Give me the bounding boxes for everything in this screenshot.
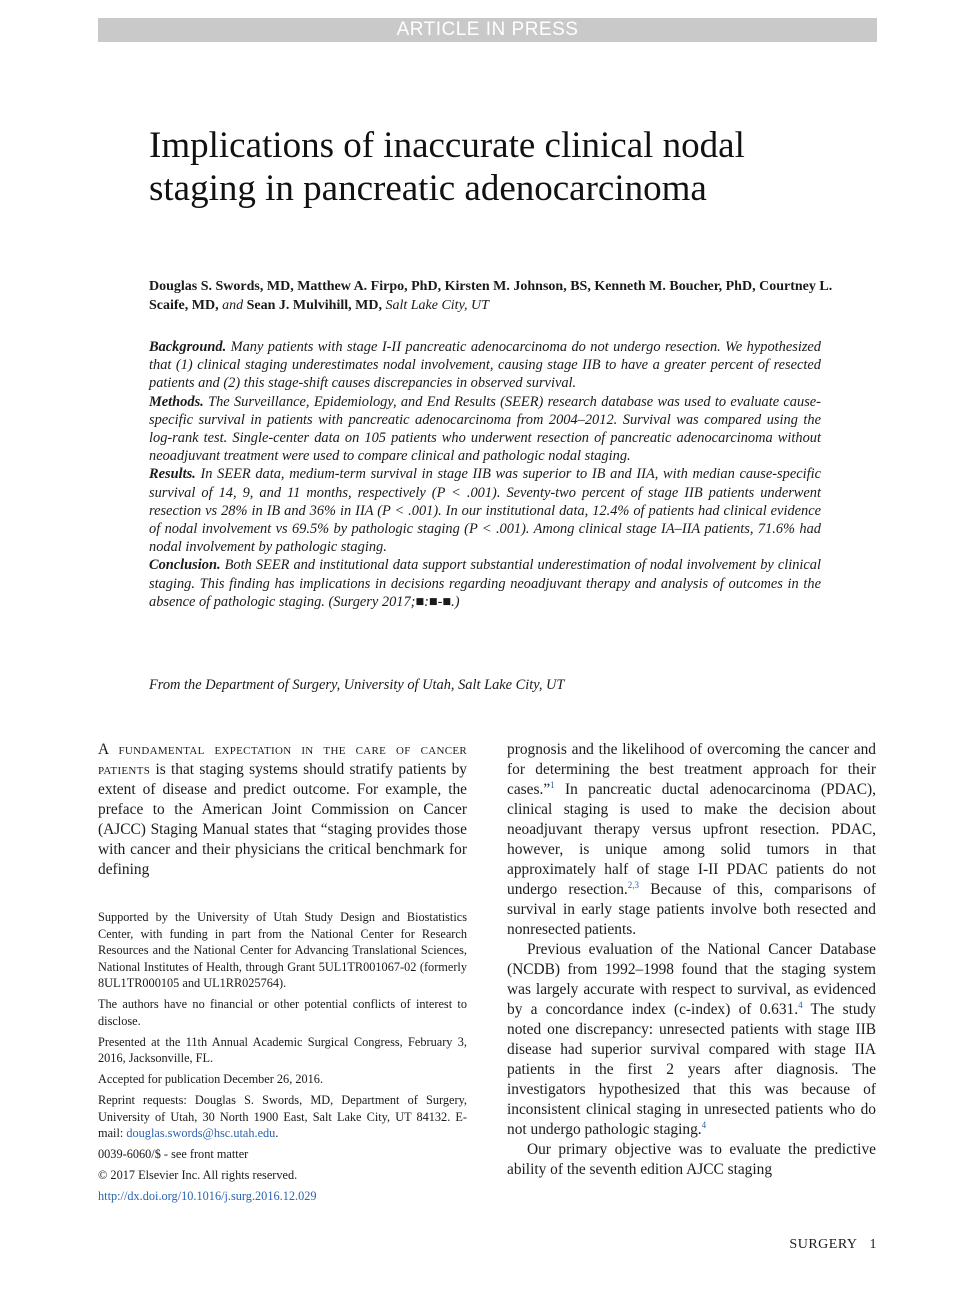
body-column-right: prognosis and the likelihood of overcomi… — [507, 740, 876, 1180]
p1-text-c: Because of this, comparisons of survival… — [507, 881, 876, 938]
last-author: Sean J. Mulvihill, MD, — [246, 298, 382, 313]
running-footer: SURGERY 1 — [789, 1237, 877, 1253]
footnotes: Supported by the University of Utah Stud… — [98, 909, 467, 1209]
journal-name: SURGERY — [789, 1237, 858, 1252]
methods-text: The Surveillance, Epidemiology, and End … — [149, 393, 821, 465]
abstract-results: Results. In SEER data, medium-term survi… — [149, 465, 821, 556]
copyright-note: © 2017 Elsevier Inc. All rights reserved… — [98, 1168, 298, 1182]
author-location: Salt Lake City, UT — [385, 298, 489, 313]
results-heading: Results. — [149, 466, 196, 483]
methods-heading: Methods. — [149, 393, 204, 410]
background-text: Many patients with stage I-II pancreatic… — [149, 339, 821, 392]
intro-paragraph: A fundamental expectation in the care of… — [98, 740, 467, 880]
email-link[interactable]: douglas.swords@hsc.utah.edu — [126, 1126, 276, 1140]
citation-ref[interactable]: 4 — [701, 1119, 707, 1130]
affiliation-line: From the Department of Surgery, Universi… — [149, 677, 565, 693]
conclusion-text: Both SEER and institutional data support… — [149, 557, 821, 610]
author-list: Douglas S. Swords, MD, Matthew A. Firpo,… — [149, 277, 849, 315]
citation-ref[interactable]: 2,3 — [627, 879, 640, 890]
funding-note: Supported by the University of Utah Stud… — [98, 910, 467, 990]
body-paragraph-3: Our primary objective was to evaluate th… — [507, 1141, 876, 1178]
body-column-left: A fundamental expectation in the care of… — [98, 740, 467, 880]
conclusion-heading: Conclusion. — [149, 557, 221, 574]
reprint-text: Reprint requests: Douglas S. Swords, MD,… — [98, 1093, 467, 1140]
abstract-methods: Methods. The Surveillance, Epidemiology,… — [149, 393, 821, 466]
doi-link[interactable]: http://dx.doi.org/10.1016/j.surg.2016.12… — [98, 1189, 317, 1203]
citation-ref[interactable]: 4 — [798, 999, 803, 1010]
p1-text-b: In pancreatic ductal adenocarcinoma (PDA… — [507, 781, 876, 898]
abstract-background: Background. Many patients with stage I-I… — [149, 338, 821, 393]
article-in-press-banner: ARTICLE IN PRESS — [98, 18, 877, 42]
lead-in: A fundamental expectation in the care of… — [98, 741, 467, 778]
background-heading: Background. — [149, 339, 227, 355]
p1-text-a: prognosis and the likelihood of overcomi… — [507, 741, 876, 798]
body-paragraph-1: prognosis and the likelihood of overcomi… — [507, 740, 876, 940]
accepted-note: Accepted for publication December 26, 20… — [98, 1072, 324, 1086]
abstract: Background. Many patients with stage I-I… — [149, 338, 821, 611]
results-text: In SEER data, medium-term survival in st… — [149, 466, 821, 556]
issn-note: 0039-6060/$ - see front matter — [98, 1147, 249, 1161]
author-names: Douglas S. Swords, MD, Matthew A. Firpo,… — [149, 279, 833, 313]
author-conjunction: and — [222, 298, 244, 313]
email-end: . — [275, 1126, 279, 1140]
presented-note: Presented at the 11th Annual Academic Su… — [98, 1034, 467, 1066]
abstract-conclusion: Conclusion. Both SEER and institutional … — [149, 556, 821, 611]
body-paragraph-2: Previous evaluation of the National Canc… — [507, 940, 876, 1140]
citation-ref[interactable]: 1 — [550, 779, 555, 790]
intro-text: is that staging systems should stratify … — [98, 761, 467, 878]
p2-text-a: Previous evaluation of the National Canc… — [507, 941, 876, 1018]
article-title: Implications of inaccurate clinical noda… — [149, 125, 745, 209]
reprint-note: Reprint requests: Douglas S. Swords, MD,… — [98, 1092, 467, 1142]
p2-text-b: The study noted one discrepancy: unresec… — [507, 1001, 876, 1138]
conflicts-note: The authors have no financial or other p… — [98, 997, 467, 1028]
page-number: 1 — [869, 1237, 877, 1252]
